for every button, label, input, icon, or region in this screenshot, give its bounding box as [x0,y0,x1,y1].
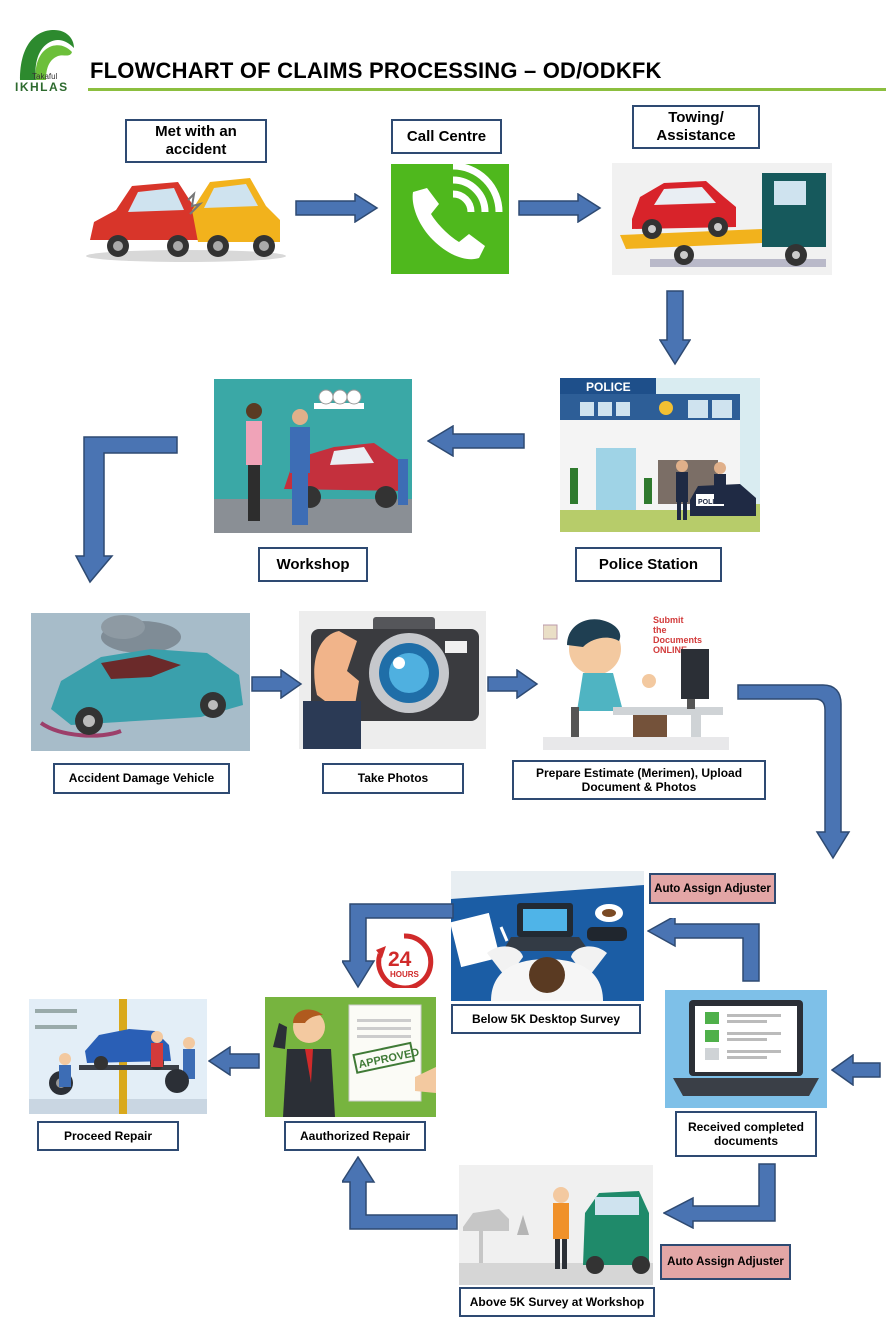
step-police-station-label: Police Station [575,547,722,582]
arrow-accident-to-call [295,193,379,223]
arrow-below5k-to-authorized [342,903,454,989]
submit-text-2: the [653,625,667,635]
logo-main-text: IKHLAS [15,80,69,94]
submit-text-1: Submit [653,615,684,625]
submit-text-4: ONLINE [653,645,687,655]
checklist-laptop-icon [665,990,827,1108]
damaged-car-icon [31,613,250,751]
computer-user-icon: Submit the Documents ONLINE [543,611,729,750]
arrow-authorized-to-proceed [208,1046,260,1076]
step-workshop-label: Workshop [258,547,368,582]
step-accident-label: Met with an accident [125,119,267,163]
arrow-incoming-to-received [831,1054,881,1086]
arrow-received-to-below5k [647,918,761,982]
24-hours-icon: 24 HOURS [372,932,436,988]
page-title: FLOWCHART OF CLAIMS PROCESSING – OD/ODKF… [90,58,662,83]
police-car-text: POLICE [698,499,724,506]
step-above-5k-label: Above 5K Survey at Workshop [459,1287,655,1317]
step-proceed-repair-label: Proceed Repair [37,1121,179,1151]
logo [14,24,80,94]
hours-number: 24 [388,948,412,971]
submit-text-3: Documents [653,635,702,645]
approved-document-icon: APPROVED [265,997,436,1117]
step-authorized-repair-label: Aauthorized Repair [284,1121,426,1151]
logo-small-text: Takaful [32,72,58,81]
step-damage-vehicle-label: Accident Damage Vehicle [53,763,230,794]
camera-icon [299,611,486,749]
step-prepare-estimate-label: Prepare Estimate (Merimen), Upload Docum… [512,760,766,800]
arrow-estimate-to-received [737,684,857,860]
auto-assign-adjuster-top: Auto Assign Adjuster [649,873,776,904]
workshop-icon [214,379,412,533]
crashed-cars-icon [80,170,292,266]
workshop-survey-icon [459,1165,653,1285]
step-towing-label: Towing/ Assistance [632,105,760,149]
tow-truck-icon [612,163,832,275]
step-below-5k-label: Below 5K Desktop Survey [451,1004,641,1034]
arrow-received-to-above5k [663,1163,777,1229]
hours-word: HOURS [390,970,420,979]
step-take-photos-label: Take Photos [322,763,464,794]
arrow-photos-to-estimate [487,669,539,699]
arrow-towing-to-police [659,290,691,366]
arrow-above5k-to-authorized [342,1156,458,1230]
phone-icon [391,164,509,274]
desktop-survey-icon [451,871,644,1001]
arrow-call-to-towing [518,193,602,223]
arrow-workshop-to-damage [74,436,178,584]
police-sign-text: POLICE [586,380,631,394]
police-station-icon: POLICE POLICE [560,378,760,532]
repair-garage-icon [29,999,207,1114]
arrow-police-to-workshop [427,425,525,457]
auto-assign-adjuster-bottom: Auto Assign Adjuster [660,1244,791,1280]
title-rule [88,88,886,91]
step-call-centre-label: Call Centre [391,119,502,154]
step-received-documents-label: Received completed documents [675,1111,817,1157]
arrow-damage-to-photos [251,669,303,699]
